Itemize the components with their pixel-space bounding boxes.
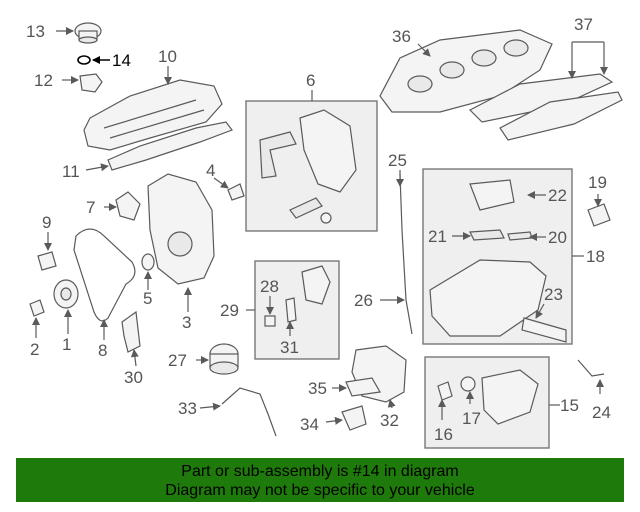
o-ring-gasket-part[interactable] <box>77 55 91 65</box>
drain-washer-part[interactable] <box>460 376 476 392</box>
callout-6[interactable]: 6 <box>306 71 315 90</box>
callout-4[interactable]: 4 <box>206 161 215 180</box>
gasket-35-part[interactable] <box>345 377 381 397</box>
callout-35[interactable]: 35 <box>308 379 327 398</box>
callout-8[interactable]: 8 <box>98 341 107 360</box>
drain-plug-part[interactable] <box>437 381 453 401</box>
sensor-28-part[interactable] <box>264 315 276 327</box>
callout-26[interactable]: 26 <box>354 291 373 310</box>
callout-12[interactable]: 12 <box>34 71 53 90</box>
info-banner: Part or sub-assembly is #14 in diagram D… <box>16 458 624 502</box>
callout-20[interactable]: 20 <box>548 228 567 247</box>
callout-30[interactable]: 30 <box>124 368 143 387</box>
callout-27[interactable]: 27 <box>168 351 187 370</box>
callout-23[interactable]: 23 <box>544 285 563 304</box>
pipe-24-part[interactable] <box>577 359 605 377</box>
callout-17[interactable]: 17 <box>462 409 481 428</box>
callout-16[interactable]: 16 <box>434 425 453 444</box>
valve-cover-gasket-part[interactable] <box>107 121 233 171</box>
crank-pulley-part[interactable] <box>53 279 79 309</box>
callout-2[interactable]: 2 <box>30 340 39 359</box>
callout-11[interactable]: 11 <box>62 162 80 181</box>
callout-32[interactable]: 32 <box>380 411 399 430</box>
bracket-30-part[interactable] <box>121 310 141 353</box>
bracket-7-part[interactable] <box>115 191 141 221</box>
dipstick-part[interactable] <box>399 173 413 335</box>
callout-15[interactable]: 15 <box>560 396 579 415</box>
callout-34[interactable]: 34 <box>300 415 319 434</box>
engine-parts-diagram: 13 14 12 10 11 6 36 37 4 7 9 5 3 1 2 8 3… <box>26 15 623 449</box>
callout-22[interactable]: 22 <box>548 186 567 205</box>
valve-cover-part[interactable] <box>83 79 223 151</box>
sensor-31-part[interactable] <box>285 297 297 323</box>
callout-25[interactable]: 25 <box>388 151 407 170</box>
oil-pan-lower-part[interactable] <box>481 369 539 425</box>
bracket-20-part[interactable] <box>507 231 533 241</box>
callout-28[interactable]: 28 <box>260 277 279 296</box>
banner-line-disclaimer: Diagram may not be specific to your vehi… <box>165 482 475 499</box>
callout-31[interactable]: 31 <box>280 338 299 357</box>
sensor-29-part[interactable] <box>301 265 331 305</box>
baffle-22-part[interactable] <box>469 179 515 211</box>
callout-29[interactable]: 29 <box>220 301 239 320</box>
idler-9-part[interactable] <box>37 251 57 271</box>
callout-7[interactable]: 7 <box>86 198 95 217</box>
callout-5[interactable]: 5 <box>143 289 152 308</box>
oil-filter-part[interactable] <box>209 343 239 375</box>
callout-10[interactable]: 10 <box>158 47 177 66</box>
callout-21[interactable]: 21 <box>428 227 447 246</box>
bolt-2-part[interactable] <box>29 299 45 317</box>
timing-cover-part[interactable] <box>259 109 357 224</box>
callout-18[interactable]: 18 <box>586 247 605 266</box>
oil-pipe-part[interactable] <box>221 387 277 437</box>
front-cover-part[interactable] <box>147 173 215 285</box>
callout-24[interactable]: 24 <box>592 403 611 422</box>
oil-strainer-part[interactable] <box>521 317 567 343</box>
callout-36[interactable]: 36 <box>392 27 411 46</box>
intake-gasket-part[interactable] <box>468 73 623 141</box>
bracket-21-part[interactable] <box>469 229 505 241</box>
oil-filler-cap-part[interactable] <box>74 22 102 44</box>
leader-lines <box>32 27 608 425</box>
seal-5-part[interactable] <box>141 253 155 271</box>
callout-labels: 13 14 12 10 11 6 36 37 4 7 9 5 3 1 2 8 3… <box>26 15 611 444</box>
callout-1[interactable]: 1 <box>62 335 71 354</box>
bracket-34-part[interactable] <box>341 405 367 431</box>
callout-19[interactable]: 19 <box>588 173 607 192</box>
callout-14[interactable]: 14 <box>112 51 131 70</box>
callout-3[interactable]: 3 <box>182 313 191 332</box>
part-19[interactable] <box>587 203 611 227</box>
timing-belt-part[interactable] <box>73 228 136 322</box>
banner-line-part-info: Part or sub-assembly is #14 in diagram <box>181 463 459 480</box>
callout-13[interactable]: 13 <box>26 22 45 41</box>
callout-9[interactable]: 9 <box>42 213 51 232</box>
sensor-4-part[interactable] <box>227 183 245 201</box>
gasket-12-part[interactable] <box>79 73 103 93</box>
callout-37[interactable]: 37 <box>574 15 593 34</box>
callout-33[interactable]: 33 <box>178 399 197 418</box>
